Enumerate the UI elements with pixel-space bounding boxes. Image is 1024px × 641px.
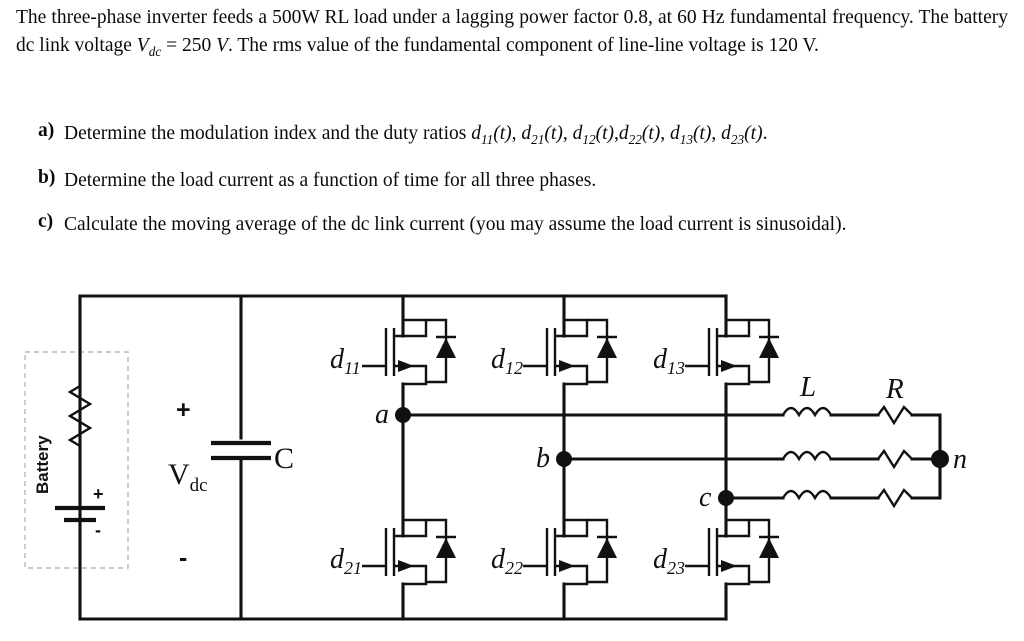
- question-label-a: a): [38, 120, 55, 141]
- mosfet-d12-arrow: [559, 360, 575, 372]
- duty-ratio-d23: d23(t): [721, 123, 763, 147]
- mosfet-d23-arrow: [721, 560, 737, 572]
- battery-minus-sign: -: [95, 520, 101, 540]
- duty-ratio-d13: d13(t): [670, 123, 712, 147]
- question-a-tail: .: [762, 123, 768, 144]
- mosfet-d23-drain-path: [717, 518, 751, 538]
- inductor-phase-a: [781, 406, 833, 418]
- question-text-b: Determine the load current as a function…: [64, 169, 597, 191]
- mosfet-d13-drain-path: [717, 318, 751, 338]
- question-label-c: c): [38, 211, 54, 233]
- volt-unit: V: [216, 34, 228, 56]
- battery-plus-sign: +: [93, 484, 104, 504]
- mosfet-d11: [362, 318, 456, 386]
- question-text-a: Determine the modulation index and the d…: [64, 123, 768, 147]
- node-n-label: n: [953, 444, 967, 475]
- vdc-symbol: Vdc: [136, 34, 162, 59]
- statement-paragraph: The three-phase inverter feeds a 500W RL…: [16, 4, 1008, 61]
- node-a-label: a: [375, 399, 389, 430]
- mosfet-d21-arrow: [398, 560, 414, 572]
- question-text-c: Calculate the moving average of the dc l…: [64, 214, 847, 236]
- load-a-to-neutral-wire: [910, 413, 942, 461]
- inductor-label-L: L: [799, 371, 816, 403]
- switch-label-d23: d23: [653, 544, 685, 578]
- battery-internal-resistor: [67, 372, 93, 500]
- mosfet-d23-diode-triangle: [759, 538, 779, 558]
- inductor-phase-c: [781, 489, 833, 501]
- mosfet-d12-diode-triangle: [597, 338, 617, 358]
- mosfet-d13: [685, 318, 779, 386]
- node-b-label: b: [536, 443, 550, 474]
- mosfet-d13-arrow: [721, 360, 737, 372]
- duty-ratio-d21: d21(t): [521, 123, 563, 147]
- statement-part-2: = 250: [161, 34, 217, 56]
- resistor-phase-b: [877, 448, 913, 470]
- list-item: a) Determine the modulation index and th…: [38, 120, 1006, 150]
- node-c-label: c: [699, 482, 712, 513]
- mosfet-d22-arrow: [559, 560, 575, 572]
- battery-label: Battery: [33, 435, 52, 494]
- vdc-minus-sign: -: [179, 544, 187, 572]
- duty-ratio-d22: d22(t): [618, 123, 661, 147]
- mosfet-d12: [523, 318, 617, 386]
- switch-label-d22: d22: [491, 544, 523, 578]
- question-a-lead: Determine the modulation index and the d…: [64, 123, 472, 144]
- resistor-phase-c: [877, 487, 913, 509]
- mosfet-d22-diode-triangle: [597, 538, 617, 558]
- capacitor-label: C: [274, 442, 294, 475]
- mosfet-d21-diode-triangle: [436, 538, 456, 558]
- mosfet-d21-drain-path: [394, 518, 428, 538]
- list-item: c) Calculate the moving average of the d…: [38, 211, 1006, 239]
- mosfet-d11-diode-triangle: [436, 338, 456, 358]
- resistor-phase-a: [877, 404, 913, 426]
- battery-dashed-box: [24, 351, 129, 569]
- switch-label-d11: d11: [330, 344, 361, 378]
- list-item: b) Determine the load current as a funct…: [38, 167, 1006, 195]
- vdc-plus-sign: +: [176, 396, 191, 424]
- inverter-circuit-diagram: + - Battery C + - Vdc d11 a: [0, 276, 1024, 641]
- inductor-phase-b: [781, 450, 833, 462]
- question-label-b: b): [38, 166, 56, 188]
- mosfet-d12-drain-path: [555, 318, 589, 338]
- mosfet-d11-drain-path: [394, 318, 428, 338]
- switch-label-d13: d13: [653, 344, 685, 378]
- statement-part-3: . The rms value of the fundamental compo…: [228, 34, 819, 56]
- question-list: a) Determine the modulation index and th…: [38, 120, 1006, 256]
- vdc-subscript: dc: [148, 43, 162, 59]
- switch-label-d12: d12: [491, 344, 523, 378]
- mosfet-d21: [362, 518, 456, 586]
- node-n-dot: [931, 450, 949, 468]
- problem-statement: The three-phase inverter feeds a 500W RL…: [16, 4, 1008, 61]
- mosfet-d13-diode-triangle: [759, 338, 779, 358]
- mosfet-d23: [685, 518, 779, 586]
- duty-ratio-d12: d12(t): [572, 123, 614, 147]
- mosfet-d11-arrow: [398, 360, 414, 372]
- statement-part-1: The three-phase inverter feeds a 500W RL…: [16, 7, 1008, 56]
- duty-ratio-d11: d11(t): [471, 123, 512, 147]
- switch-label-d21: d21: [330, 544, 362, 578]
- load-c-to-neutral-wire: [910, 457, 942, 500]
- mosfet-d22-drain-path: [555, 518, 589, 538]
- vdc-label: Vdc: [168, 458, 208, 496]
- mosfet-d22: [523, 518, 617, 586]
- resistor-label-R: R: [885, 373, 904, 405]
